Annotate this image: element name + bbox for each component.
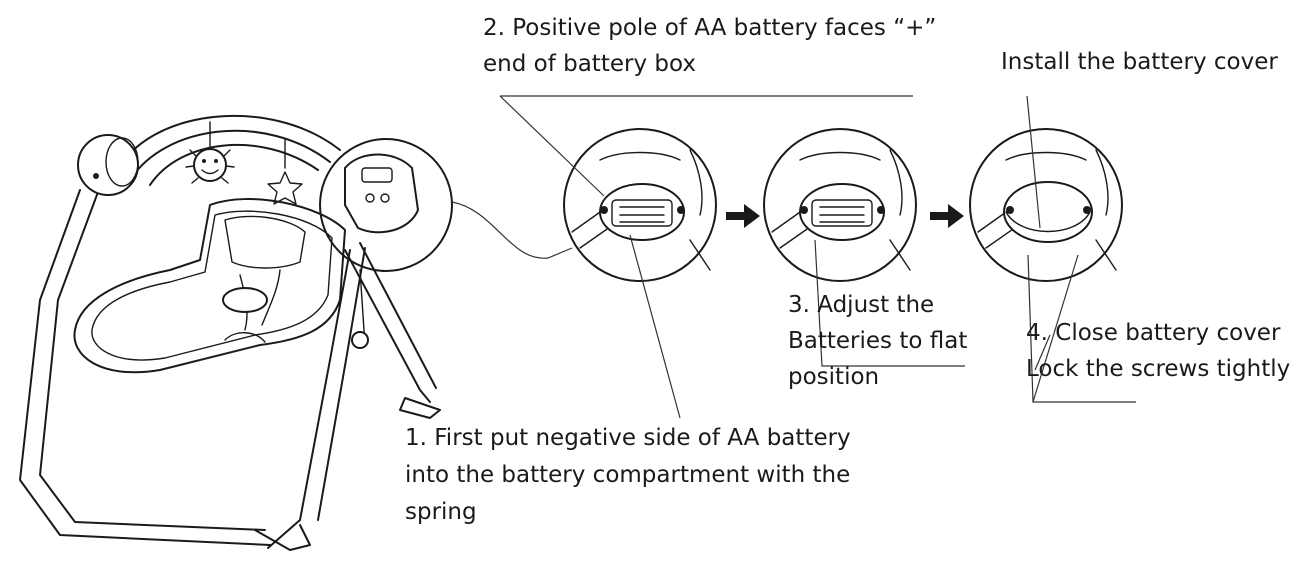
- detail-leader: [451, 201, 573, 259]
- step1-label-line2: into the battery compartment with the: [405, 462, 851, 488]
- battery-detail-step-2: [763, 128, 917, 282]
- step2-label-line1: 2. Positive pole of AA battery faces “+”: [483, 15, 937, 41]
- arrow-right-icon: [930, 204, 964, 228]
- battery-detail-step-1: [563, 128, 717, 282]
- step3-label-line3: position: [788, 364, 880, 390]
- arrow-right-icon: [726, 204, 760, 228]
- star-toy-icon: [267, 139, 303, 205]
- step3-label-line2: Batteries to flat: [788, 328, 968, 354]
- sun-toy-icon: [185, 121, 235, 184]
- baby-swing-illustration: [19, 114, 453, 551]
- step4-label-line2: Lock the screws tightly: [1026, 356, 1291, 382]
- step4-label-line1: 4. Close battery cover: [1026, 320, 1281, 346]
- step3-label-line1: 3. Adjust the: [788, 292, 935, 318]
- step2-label-line2: end of battery box: [483, 51, 696, 77]
- battery-detail-step-3: [969, 128, 1123, 282]
- install-cover-label: Install the battery cover: [1001, 49, 1278, 75]
- step1-label-line1: 1. First put negative side of AA battery: [405, 425, 851, 451]
- step1-label-line3: spring: [405, 499, 477, 525]
